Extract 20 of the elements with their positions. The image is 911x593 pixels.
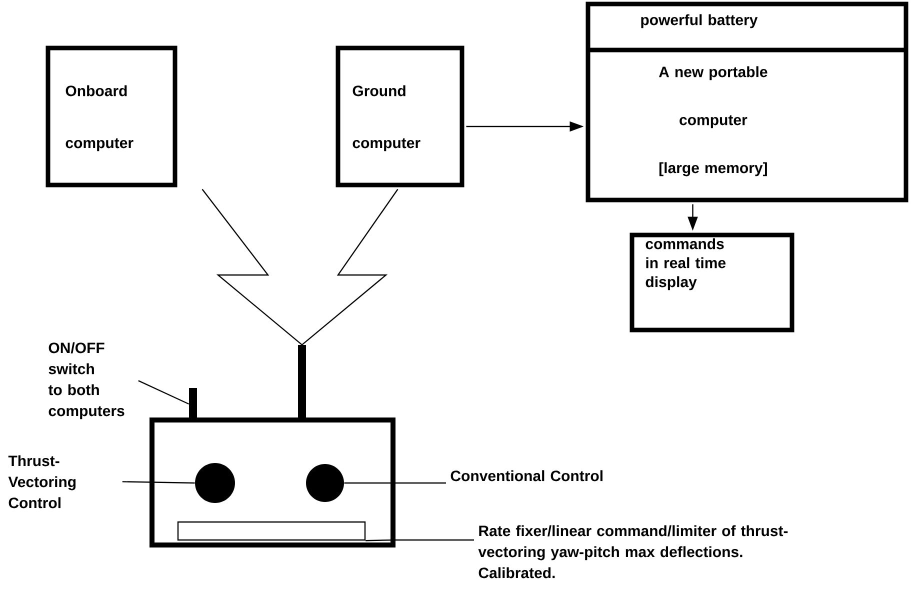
control-knob	[195, 463, 235, 503]
computer-box: commands in real time display	[630, 232, 794, 332]
controller-box	[150, 418, 396, 548]
control-knob	[306, 464, 344, 502]
signal-zigzag	[202, 188, 302, 346]
leader-line	[122, 481, 195, 484]
signal-zigzag	[302, 188, 398, 346]
antenna	[298, 345, 306, 420]
computer-box: Onboard computer	[46, 46, 178, 188]
leader-line	[344, 482, 446, 484]
computer-box: Ground computer	[336, 46, 464, 188]
antenna	[189, 388, 197, 420]
callout-label: Thrust- Vectoring Control	[8, 455, 76, 508]
slider-bar	[177, 521, 366, 541]
callout-label: Rate fixer/linear command/limiter of thrust-vectoring yaw-pitch max deflections. Calibrated.	[478, 525, 788, 578]
callout-label: Conventional Control	[450, 470, 602, 482]
leader-line	[366, 539, 474, 542]
computer-box: powerful battery A new portable computer [large memory]	[586, 2, 908, 202]
callout-label: ON/OFF switch to both computers	[48, 342, 124, 420]
leader-line	[138, 380, 190, 405]
